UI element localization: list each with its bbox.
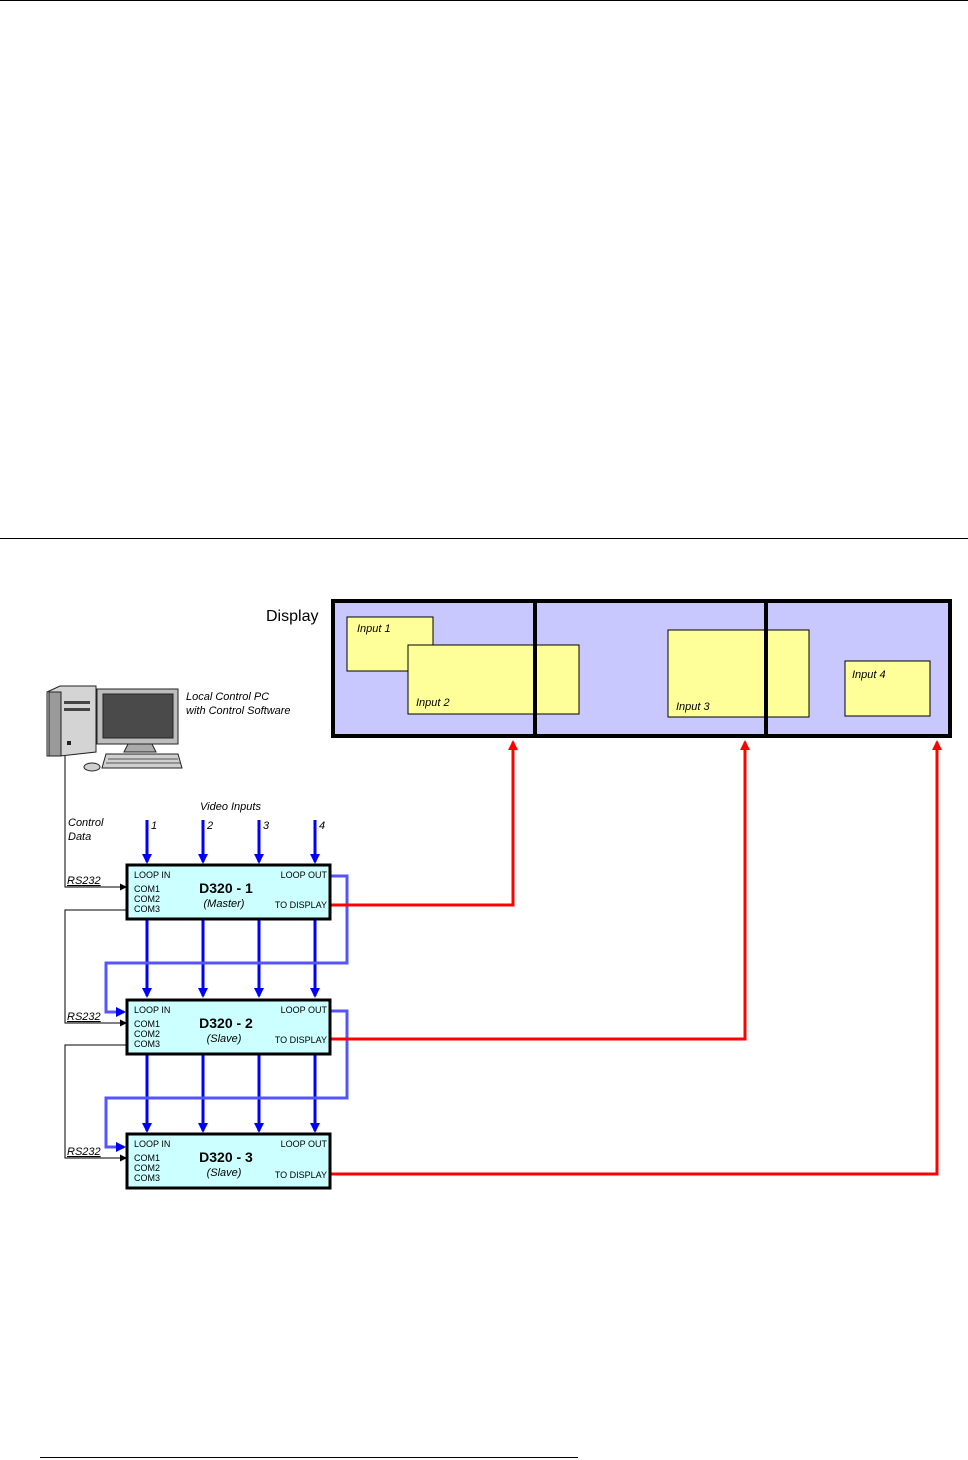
unit-loop-in: LOOP IN — [134, 1005, 170, 1015]
loop-line-2-to-3 — [104, 1009, 349, 1152]
display-line-1 — [331, 740, 518, 907]
input-3-window — [667, 629, 810, 718]
unit-d320-3: LOOP IN COM1 COM2 COM3 D320 - 3 (Slave) … — [125, 1132, 332, 1190]
unit-loop-out: LOOP OUT — [281, 1139, 328, 1149]
display-wall: Display Input 1 Input 2 Input 3 Input 4 — [266, 599, 952, 738]
rs232-label-2: RS232 — [67, 1011, 101, 1023]
figure-top-rule — [0, 538, 968, 539]
rs232-daisy-2 — [64, 1044, 127, 1162]
unit-com3: COM3 — [134, 1173, 160, 1183]
rs232-label-1: RS232 — [67, 875, 101, 887]
footnote-rule — [40, 1457, 578, 1458]
unit-com2: COM2 — [134, 1029, 160, 1039]
unit-com3: COM3 — [134, 1039, 160, 1049]
unit-to-display: TO DISPLAY — [275, 900, 327, 910]
unit-to-display: TO DISPLAY — [275, 1035, 327, 1045]
unit-box — [125, 998, 332, 1056]
input-1-label: Input 1 — [357, 623, 391, 635]
unit-d320-2: LOOP IN COM1 COM2 COM3 D320 - 2 (Slave) … — [125, 998, 332, 1056]
mouse-icon — [83, 762, 101, 772]
unit-box — [125, 863, 332, 921]
pc-label-line2: with Control Software — [186, 705, 291, 717]
video-input-number-1: 1 — [151, 820, 157, 832]
unit-box — [125, 1132, 332, 1190]
unit-com2: COM2 — [134, 894, 160, 904]
unit-com1: COM1 — [134, 884, 160, 894]
control-data-line2: Data — [68, 831, 91, 843]
rs232-label-3: RS232 — [67, 1146, 101, 1158]
display-line-2 — [331, 740, 750, 1041]
pc-label-line1: Local Control PC — [186, 691, 269, 703]
unit-name: D320 - 3 — [199, 1149, 253, 1165]
unit-name: D320 - 1 — [199, 880, 253, 896]
input-4-label: Input 4 — [852, 669, 886, 681]
display-lines — [331, 740, 942, 1176]
video-input-number-3: 3 — [263, 820, 270, 832]
unit-loop-in: LOOP IN — [134, 1139, 170, 1149]
unit-role: (Slave) — [207, 1167, 242, 1179]
keyboard-icon — [101, 753, 183, 769]
loop-line-1-to-2 — [104, 874, 349, 1017]
input-3-label: Input 3 — [676, 701, 711, 713]
input-4-window — [844, 660, 931, 717]
rs232-daisy-1 — [64, 909, 127, 1027]
unit-role: (Master) — [204, 898, 245, 910]
pc-tower-icon — [46, 685, 97, 757]
loop-lines — [104, 874, 349, 1152]
unit-loop-out: LOOP OUT — [281, 1005, 328, 1015]
rs232-wiring: Control Data RS232 RS232 RS232 — [64, 756, 127, 1162]
unit-d320-1: LOOP IN COM1 COM2 COM3 D320 - 1 (Master)… — [125, 863, 332, 921]
unit-com3: COM3 — [134, 904, 160, 914]
video-inputs: Video Inputs 1 2 3 4 — [142, 801, 325, 1133]
pc-monitor-icon — [96, 688, 179, 753]
display-line-3 — [331, 740, 942, 1176]
video-inputs-label: Video Inputs — [200, 801, 261, 813]
input-2-window — [407, 644, 580, 715]
unit-loop-in: LOOP IN — [134, 870, 170, 880]
unit-to-display: TO DISPLAY — [275, 1170, 327, 1180]
control-data-line — [64, 756, 127, 891]
video-input-number-2: 2 — [206, 820, 213, 832]
unit-role: (Slave) — [207, 1033, 242, 1045]
input-2-label: Input 2 — [416, 697, 450, 709]
top-rule — [0, 0, 968, 1]
unit-com2: COM2 — [134, 1163, 160, 1173]
display-label: Display — [266, 608, 318, 625]
unit-loop-out: LOOP OUT — [281, 870, 328, 880]
control-data-line1: Control — [68, 817, 104, 829]
video-input-number-4: 4 — [319, 820, 325, 832]
unit-com1: COM1 — [134, 1153, 160, 1163]
control-pc: Local Control PC with Control Software — [46, 685, 291, 772]
unit-name: D320 - 2 — [199, 1015, 253, 1031]
unit-com1: COM1 — [134, 1019, 160, 1029]
